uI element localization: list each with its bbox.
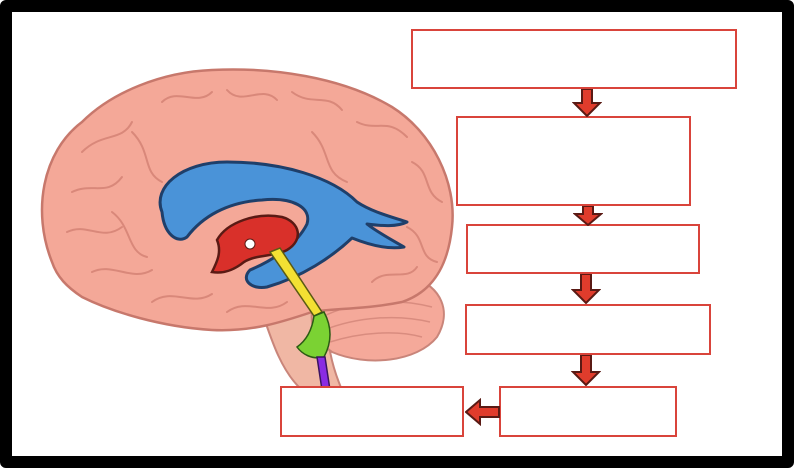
flow-box-5[interactable] bbox=[499, 386, 677, 437]
down-arrow-icon bbox=[571, 355, 601, 386]
lateral-ventricle bbox=[158, 160, 409, 290]
flow-box-2[interactable] bbox=[456, 116, 691, 206]
brain-illustration bbox=[40, 68, 454, 391]
down-arrow-icon bbox=[572, 89, 602, 117]
flow-box-3[interactable] bbox=[466, 224, 700, 274]
down-arrow-icon bbox=[573, 206, 603, 226]
fourth-ventricle bbox=[295, 311, 331, 359]
flow-box-1[interactable] bbox=[411, 29, 737, 89]
left-arrow-icon bbox=[465, 398, 500, 426]
flow-box-4[interactable] bbox=[465, 304, 711, 355]
down-arrow-icon bbox=[571, 274, 601, 304]
flow-box-6[interactable] bbox=[280, 386, 464, 437]
